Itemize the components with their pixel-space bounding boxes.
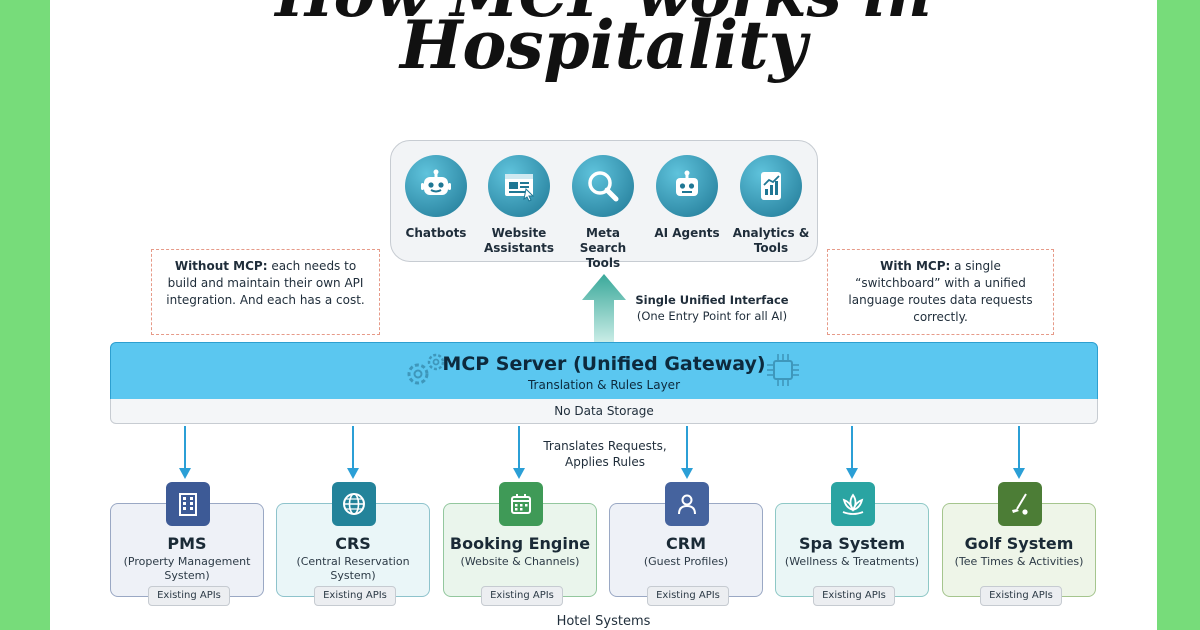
robot-icon bbox=[656, 155, 718, 217]
golf-icon bbox=[998, 482, 1042, 526]
system-card-pms: PMS (Property Management System) Existin… bbox=[110, 482, 264, 606]
client-label: Analytics & Tools bbox=[732, 226, 810, 255]
client-analytics-tools: Analytics & Tools bbox=[729, 155, 813, 256]
up-arrow-icon bbox=[582, 274, 626, 342]
down-arrow-icon bbox=[179, 426, 191, 479]
existing-apis-badge: Existing APIs bbox=[314, 586, 396, 606]
system-name: Spa System bbox=[799, 534, 905, 553]
interface-line2: (One Entry Point for all AI) bbox=[636, 309, 788, 323]
system-name: Booking Engine bbox=[449, 534, 591, 553]
client-meta-search-tools: Meta Search Tools bbox=[561, 155, 645, 271]
down-arrow-icon bbox=[846, 426, 858, 479]
website-icon bbox=[488, 155, 550, 217]
calendar-icon bbox=[499, 482, 543, 526]
with-mcp-note: With MCP: a single “switchboard” with a … bbox=[827, 249, 1054, 335]
person-icon bbox=[665, 482, 709, 526]
system-desc: (Guest Profiles) bbox=[643, 555, 729, 568]
single-interface-label: Single Unified Interface (One Entry Poin… bbox=[624, 292, 800, 324]
translates-label: Translates Requests, Applies Rules bbox=[530, 438, 680, 470]
system-card-booking-engine: Booking Engine (Website & Channels) Exis… bbox=[443, 482, 597, 606]
client-label: Website Assistants bbox=[483, 226, 555, 255]
hotel-systems-label: Hotel Systems bbox=[556, 614, 651, 629]
client-ai-agents: AI Agents bbox=[645, 155, 729, 241]
system-card-golf: Golf System (Tee Times & Activities) Exi… bbox=[942, 482, 1096, 606]
down-arrow-icon bbox=[681, 426, 693, 479]
system-card-crs: CRS (Central Reservation System) Existin… bbox=[276, 482, 430, 606]
system-card-spa: Spa System (Wellness & Treatments) Exist… bbox=[775, 482, 929, 606]
system-desc: (Tee Times & Activities) bbox=[954, 555, 1084, 568]
note-text: a single “switchboard” with a unified la… bbox=[848, 259, 1033, 324]
translates-line2: Applies Rules bbox=[565, 455, 645, 469]
down-arrow-icon bbox=[1013, 426, 1025, 479]
down-arrow-icon bbox=[347, 426, 359, 479]
translates-line1: Translates Requests, bbox=[543, 439, 667, 453]
mcp-server-bar: MCP Server (Unified Gateway) Translation… bbox=[110, 342, 1098, 400]
existing-apis-badge: Existing APIs bbox=[980, 586, 1062, 606]
system-name: CRM bbox=[666, 534, 706, 553]
page-title-line2: Hospitality bbox=[400, 6, 807, 84]
analytics-icon bbox=[740, 155, 802, 217]
note-strong: Without MCP: bbox=[174, 259, 268, 273]
system-desc: (Website & Channels) bbox=[460, 555, 580, 568]
existing-apis-badge: Existing APIs bbox=[813, 586, 895, 606]
interface-line1: Single Unified Interface bbox=[635, 293, 789, 307]
gears-icon bbox=[407, 353, 445, 385]
client-label: Meta Search Tools bbox=[579, 226, 627, 270]
system-desc: (Wellness & Treatments) bbox=[784, 555, 920, 568]
system-name: CRS bbox=[335, 534, 371, 553]
globe-icon bbox=[332, 482, 376, 526]
system-name: PMS bbox=[167, 534, 207, 553]
system-name: Golf System bbox=[964, 534, 1074, 553]
down-arrow-icon bbox=[513, 426, 525, 479]
existing-apis-badge: Existing APIs bbox=[148, 586, 230, 606]
client-chatbots: Chatbots bbox=[394, 155, 478, 241]
without-mcp-note: Without MCP: each needs to build and mai… bbox=[151, 249, 380, 335]
page-title-line1: How MCP works in bbox=[50, 0, 1157, 31]
system-desc: (Central Reservation System) bbox=[296, 555, 410, 582]
mcp-title: MCP Server (Unified Gateway) bbox=[442, 353, 766, 375]
client-label: Chatbots bbox=[405, 226, 467, 240]
chatbot-icon bbox=[405, 155, 467, 217]
note-strong: With MCP: bbox=[880, 259, 951, 273]
ai-clients-panel: Chatbots Website Assistants Meta Search … bbox=[390, 140, 818, 270]
existing-apis-badge: Existing APIs bbox=[481, 586, 563, 606]
magnifier-icon bbox=[572, 155, 634, 217]
note-text: each needs to build and maintain their o… bbox=[166, 259, 365, 307]
lotus-icon bbox=[831, 482, 875, 526]
client-label: AI Agents bbox=[654, 226, 720, 240]
system-desc: (Property Management System) bbox=[123, 555, 251, 582]
building-icon bbox=[166, 482, 210, 526]
diagram-canvas: How MCP works in Hospitality Chatbots We… bbox=[50, 0, 1157, 630]
system-card-crm: CRM (Guest Profiles) Existing APIs bbox=[609, 482, 763, 606]
existing-apis-badge: Existing APIs bbox=[647, 586, 729, 606]
circuit-chip-icon bbox=[767, 354, 799, 386]
client-website-assistants: Website Assistants bbox=[477, 155, 561, 256]
mcp-subtitle: Translation & Rules Layer bbox=[527, 378, 680, 392]
no-data-storage-bar: No Data Storage bbox=[110, 399, 1098, 424]
